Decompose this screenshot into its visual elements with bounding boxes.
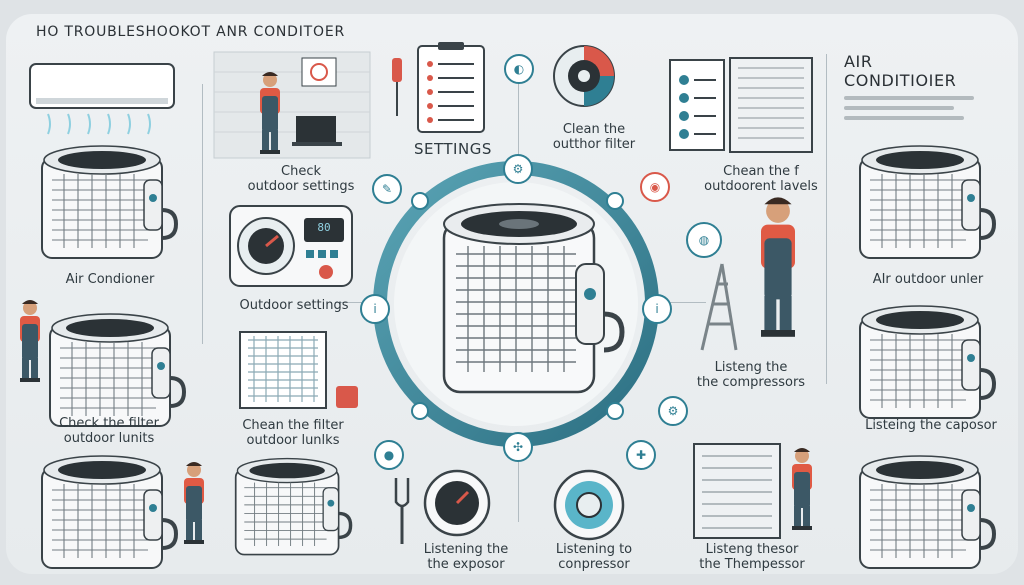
ring-node-right[interactable]: i	[642, 294, 672, 324]
filter-panel-icon	[669, 57, 813, 153]
drop-icon: ◐	[513, 62, 525, 76]
connector-line	[666, 302, 706, 303]
connector-line	[336, 302, 376, 303]
title-right-line1: AIR	[844, 52, 873, 71]
outdoor-unit-right-2	[858, 304, 996, 420]
connector-line	[518, 452, 519, 522]
sensor-node[interactable]: ◐	[504, 54, 534, 84]
connector-line	[826, 54, 827, 384]
connector-line	[518, 74, 519, 164]
step-label-outdoor-settings: Outdoor settings	[239, 298, 349, 313]
step-label-listening-thempessor: Listeng thesor the Thempessor	[682, 542, 822, 572]
alert-node[interactable]: ◉	[640, 172, 670, 202]
step-label-listening-compressor: Listening to conpressor	[534, 542, 654, 572]
step-label-check-outdoor: Check outdoor settings	[236, 164, 366, 194]
technician-figure	[792, 448, 812, 530]
technician-laptop-scene	[213, 51, 371, 159]
label-line: outdoorent lavels	[704, 179, 818, 194]
cog-icon: ⚙	[512, 162, 524, 176]
cleaning-node[interactable]: ✎	[372, 174, 402, 204]
ring-node-left[interactable]: i	[360, 294, 390, 324]
connector-line	[202, 84, 203, 344]
step-label-listening-exposor: Listening the the exposor	[406, 542, 526, 572]
checklist-clipboard-icon	[417, 42, 485, 133]
probe-icon	[392, 58, 402, 116]
thermostat-display: 80	[317, 221, 331, 234]
label-line: Listeng the	[714, 360, 788, 375]
title-underline-3	[844, 116, 964, 120]
technician-ladder-scene	[700, 197, 795, 351]
label-line: outdoor settings	[247, 179, 355, 194]
cog-icon: ⚙	[667, 404, 679, 418]
ring-node-small	[606, 192, 624, 210]
speaker-icon: ◍	[698, 233, 710, 247]
step-label-listening-compressors: Listeng the the compressors	[686, 360, 816, 390]
label-line: outthor filter	[552, 137, 636, 152]
info-icon: i	[655, 302, 659, 316]
indoor-wall-unit	[29, 63, 175, 135]
diagram-canvas: HO TROUBLESHOOKOT ANR CONDITOER AIR COND…	[6, 14, 1018, 574]
ring-node-small	[411, 402, 429, 420]
pressure-gauge-icon	[423, 469, 491, 537]
outdoor-unit-left-1	[40, 144, 178, 260]
technician-figure	[20, 300, 40, 382]
label-line: conpressor	[558, 557, 630, 572]
droplet-node[interactable]: ●	[374, 440, 404, 470]
label-line: Listeng thesor	[705, 542, 799, 557]
ring-node-small	[411, 192, 429, 210]
drop-icon: ●	[383, 448, 395, 462]
title-right-line2: CONDITIOIER	[844, 71, 957, 90]
ring-node-small	[606, 402, 624, 420]
label-line: outdoor lunlks	[246, 433, 340, 448]
outdoor-unit-mid	[234, 456, 353, 557]
power-switch-icon	[336, 386, 358, 408]
step-label-clean-outdoor-filter: Clean the outthor filter	[534, 122, 654, 152]
title-underline-2	[844, 106, 954, 110]
label-line: the Thempessor	[699, 557, 805, 572]
label-line: Chean the f	[723, 164, 799, 179]
technician-figure	[184, 462, 204, 544]
thermostat-panel	[229, 205, 353, 287]
step-label-chean-levels: Chean the f outdoorent lavels	[696, 164, 826, 194]
alert-icon: ◉	[649, 180, 661, 194]
compressor-gauge-icon	[553, 469, 625, 541]
ring-node-bottom[interactable]: ✣	[503, 432, 533, 462]
sound-node[interactable]: ◍	[686, 222, 722, 258]
wall-grille-icon	[693, 443, 781, 539]
tools-node[interactable]: ✚	[626, 440, 656, 470]
label-line: the exposor	[427, 557, 505, 572]
ring-node-top[interactable]: ⚙	[503, 154, 533, 184]
central-condenser-unit	[442, 203, 625, 394]
step-label-air-conditioner: Air Condioner	[65, 272, 155, 287]
diagram-title-right: AIR CONDITIOIER	[844, 52, 956, 90]
step-label-air-outdoor-unit: AIr outdoor unler	[872, 272, 984, 287]
label-line: Check	[281, 164, 321, 179]
label-line: outdoor lunits	[63, 431, 155, 446]
label-line: the compressors	[696, 375, 806, 390]
label-line: Listening the	[423, 542, 509, 557]
title-underline	[844, 96, 974, 100]
wrench-icon: ✚	[635, 448, 647, 462]
step-label-settings: SETTINGS	[414, 140, 492, 158]
outdoor-unit-left-2	[48, 312, 186, 428]
info-icon: i	[373, 302, 377, 316]
step-label-listening-caposor: Listeing the caposor	[865, 418, 997, 433]
outdoor-unit-right-3	[858, 454, 996, 570]
tuning-fork-icon	[394, 478, 410, 544]
label-line: Clean the	[562, 122, 626, 137]
step-label-check-filter: Check the filter outdoor lunits	[44, 416, 174, 446]
diagram-title: HO TROUBLESHOOKOT ANR CONDITOER	[36, 24, 346, 40]
settings-node[interactable]: ⚙	[658, 396, 688, 426]
outdoor-unit-right-1	[858, 144, 996, 260]
air-filter-icon	[239, 331, 327, 409]
fan-icon: ✣	[512, 440, 524, 454]
label-line: Listening to	[555, 542, 633, 557]
gauge-icon	[553, 45, 615, 107]
label-line: Check the filter	[59, 416, 159, 431]
label-line: Chean the filter	[242, 418, 344, 433]
step-label-chean-filter: Chean the filter outdoor lunlks	[228, 418, 358, 448]
brush-icon: ✎	[381, 182, 393, 196]
